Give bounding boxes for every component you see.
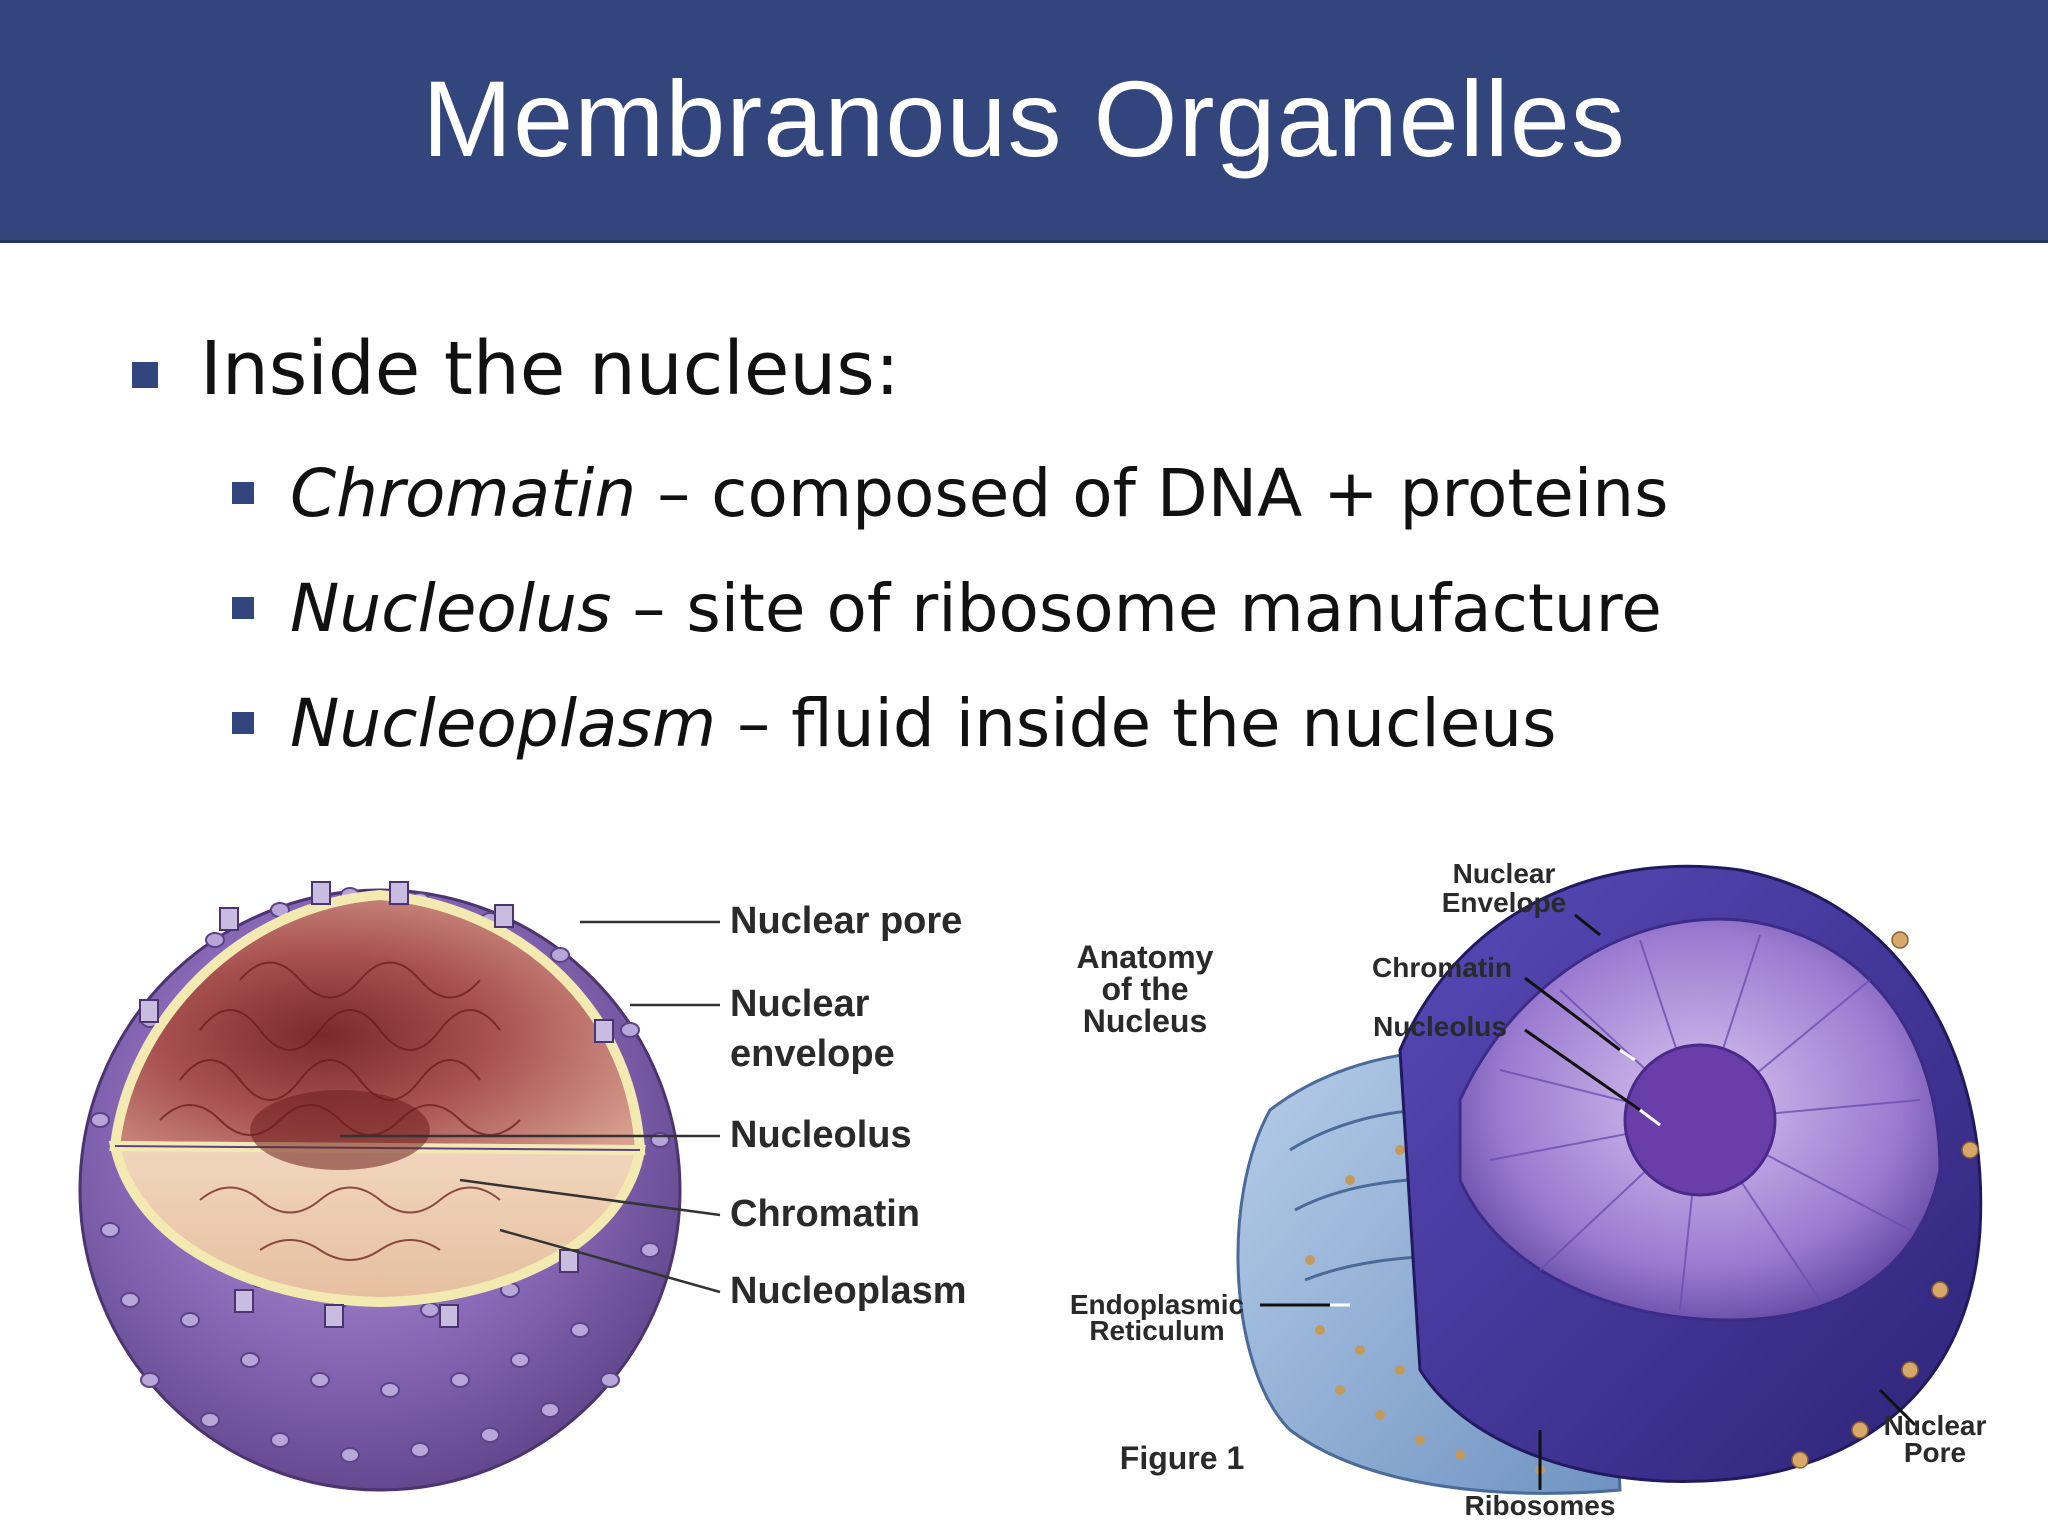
term-chromatin: Chromatin (290, 455, 637, 532)
desc-chromatin: – composed of DNA + proteins (636, 455, 1669, 532)
term-nucleoplasm: Nucleoplasm (290, 685, 717, 762)
nuclear-pore-dots (1791, 931, 1979, 1469)
bullet-marker (232, 712, 254, 734)
bullet-marker (232, 482, 254, 504)
slide-title: Membranous Organelles (422, 57, 1626, 179)
label-nuclear-envelope-1: Nuclear (1453, 858, 1556, 889)
chromatin-strands (159, 961, 521, 1261)
bullet-main: Inside the nucleus: (200, 326, 900, 412)
nucleolus (1623, 1043, 1777, 1197)
envelope-pores (139, 881, 614, 1328)
label-nuclear-pore: Nuclear pore (730, 900, 962, 942)
label-nucleolus: Nucleolus (1373, 1011, 1507, 1042)
label-heading-1: Anatomy (1077, 939, 1214, 975)
nucleolus (250, 1090, 430, 1170)
bullet-nucleoplasm: Nucleoplasm – fluid inside the nucleus (290, 685, 1557, 762)
bullet-chromatin: Chromatin – composed of DNA + proteins (290, 455, 1668, 532)
label-nuclear-envelope-2: Envelope (1442, 887, 1566, 918)
label-nuclear-envelope-2: envelope (730, 1033, 895, 1075)
desc-nucleoplasm: – fluid inside the nucleus (716, 685, 1557, 762)
bullet-nucleolus: Nucleolus – site of ribosome manufacture (290, 570, 1662, 647)
title-bar: Membranous Organelles (0, 0, 2048, 243)
bullet-marker (132, 362, 158, 388)
label-nucleoplasm: Nucleoplasm (730, 1270, 967, 1312)
label-heading-3: Nucleus (1083, 1003, 1207, 1039)
label-er-2: Reticulum (1089, 1315, 1224, 1346)
label-er-1: Endoplasmic (1070, 1289, 1244, 1320)
bullet-marker (232, 597, 254, 619)
figure-caption: Figure 1 (1120, 1440, 1244, 1476)
term-nucleolus: Nucleolus (290, 570, 612, 647)
label-ribosomes: Ribosomes (1465, 1490, 1616, 1521)
label-heading-2: of the (1101, 971, 1188, 1007)
bullet-list: Inside the nucleus: Chromatin – composed… (132, 326, 1668, 762)
label-chromatin: Chromatin (1372, 952, 1512, 983)
leader-lines-white (1330, 1048, 1661, 1307)
label-nuclear-pore-2: Pore (1904, 1437, 1966, 1468)
nucleoplasm-floor (108, 1140, 646, 1308)
nucleus-anatomy-figure: Nuclear Envelope Chromatin Nucleolus Ana… (1070, 858, 1987, 1521)
label-nuclear-pore-1: Nuclear (1884, 1410, 1987, 1441)
label-nucleolus: Nucleolus (730, 1114, 912, 1156)
leader-lines (1260, 913, 1917, 1490)
nucleus-cutaway-figure: Nuclear pore Nuclear envelope Nucleolus … (78, 881, 967, 1492)
label-nuclear-envelope-1: Nuclear (730, 983, 870, 1025)
desc-nucleolus: – site of ribosome manufacture (611, 570, 1662, 647)
leader-lines (340, 920, 721, 1294)
label-chromatin: Chromatin (730, 1193, 920, 1235)
